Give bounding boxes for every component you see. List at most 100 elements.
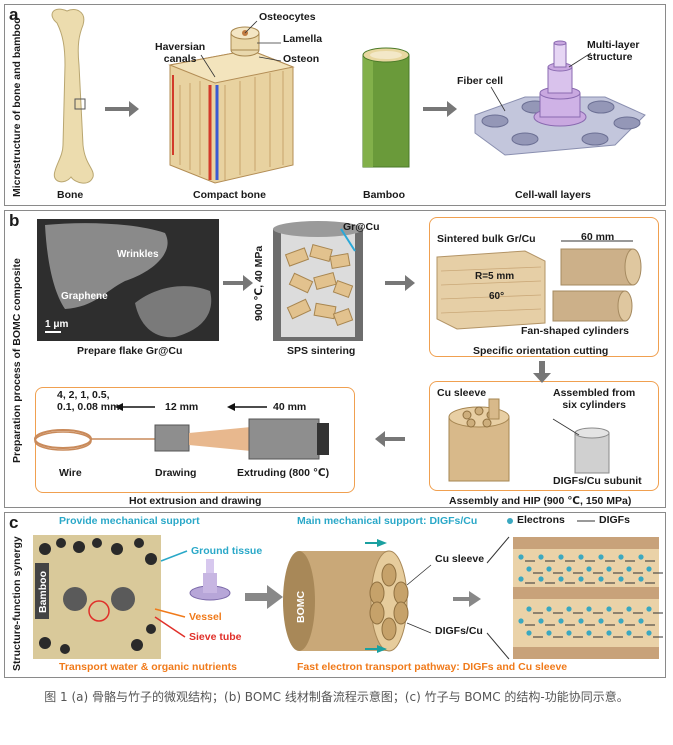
sintered-block xyxy=(436,250,546,330)
label-radius: R=5 mm xyxy=(475,271,515,282)
label-60mm: 60 mm xyxy=(581,231,615,243)
electron-dot xyxy=(538,618,544,624)
electron-dot xyxy=(606,566,612,572)
vascular-icon xyxy=(189,559,231,601)
electron-dot xyxy=(626,566,632,572)
electron-dot xyxy=(646,566,652,572)
label-fan-shaped: Fan-shaped cylinders xyxy=(521,325,629,337)
cu-sleeve xyxy=(448,398,510,482)
label-digfs-cu: DIGFs/Cu xyxy=(435,625,483,637)
electron-dot xyxy=(646,606,652,612)
label-graphene: Graphene xyxy=(61,291,108,302)
caption-cutting: Specific orientation cutting xyxy=(473,345,609,357)
figure-caption: 图 1 (a) 骨骼与竹子的微观结构；(b) BOMC 线材制备流程示意图；(c… xyxy=(44,690,629,704)
panel-c-illustrations xyxy=(33,518,663,660)
electron-dot xyxy=(558,554,564,560)
bamboo-illustration xyxy=(362,47,410,168)
label-sintered: Sintered bulk Gr/Cu xyxy=(437,233,536,245)
electron-dot xyxy=(586,606,592,612)
digf-lines xyxy=(525,560,663,638)
sem-image xyxy=(37,219,219,341)
electron-dot xyxy=(518,576,524,582)
label-scalebar: 1 μm xyxy=(45,319,69,330)
legend-digfs: DIGFs xyxy=(599,514,630,526)
electron-dot xyxy=(638,554,644,560)
caption-flake: Prepare flake Gr@Cu xyxy=(77,345,183,357)
cell-wall-illustration xyxy=(474,40,646,156)
electron-dot xyxy=(538,554,544,560)
electron-dot xyxy=(518,618,524,624)
label-wire: Wire xyxy=(59,467,82,479)
electron-dot xyxy=(558,576,564,582)
label-ground-tissue: Ground tissue xyxy=(191,545,263,557)
label-main-support: Main mechanical support: DIGFs/Cu xyxy=(297,515,478,527)
panel-a: a Microstructure of bone and bamboo xyxy=(4,4,666,206)
electron-dot xyxy=(566,566,572,572)
electron-dot xyxy=(518,554,524,560)
electron-dot xyxy=(598,576,604,582)
legend-electrons: Electrons xyxy=(517,514,565,526)
electron-dot xyxy=(646,630,652,636)
panel-b-illustrations xyxy=(34,219,642,482)
label-osteon: Osteon xyxy=(283,53,320,65)
label-multilayer: Multi-layer structure xyxy=(587,39,640,63)
label-fast-electron: Fast electron transport pathway: DIGFs a… xyxy=(297,661,568,673)
label-lamella: Lamella xyxy=(283,33,323,45)
caption-compact-bone: Compact bone xyxy=(193,189,266,201)
label-vessel: Vessel xyxy=(189,611,222,623)
electron-dot xyxy=(586,566,592,572)
electron-dot xyxy=(538,576,544,582)
arrow-bamboo-cell xyxy=(423,101,457,117)
electron-dot xyxy=(578,618,584,624)
electron-dot xyxy=(578,576,584,582)
electron-pathway xyxy=(513,537,659,659)
hip-box xyxy=(429,381,659,491)
label-diameters: 4, 2, 1, 0.5, 0.1, 0.08 mm xyxy=(57,389,120,413)
panel-c-letter: c xyxy=(9,513,19,532)
electron-dot xyxy=(606,630,612,636)
electron-dot xyxy=(598,618,604,624)
label-sps-conditions: 900 ℃, 40 MPa xyxy=(253,245,265,321)
caption-cell-wall: Cell-wall layers xyxy=(515,189,591,201)
panel-c: c Structure-function synergy xyxy=(4,512,666,678)
electron-dot xyxy=(626,630,632,636)
panel-a-illustrations xyxy=(51,8,646,184)
label-subunit: DIGFs/Cu subunit xyxy=(553,475,642,487)
label-haversian: Haversian canals xyxy=(155,41,206,65)
label-12mm: 12 mm xyxy=(165,401,199,413)
label-wrinkles: Wrinkles xyxy=(117,249,159,260)
electron-dot xyxy=(638,576,644,582)
electron-dot xyxy=(586,630,592,636)
electron-dot xyxy=(618,576,624,582)
label-fiber-cell: Fiber cell xyxy=(457,75,504,87)
cutting-box xyxy=(429,217,659,357)
caption-sps: SPS sintering xyxy=(287,345,356,357)
electron-dot xyxy=(558,618,564,624)
electron-dot xyxy=(526,606,532,612)
label-bomc: BOMC xyxy=(295,590,307,623)
electron-dot xyxy=(546,606,552,612)
bone-illustration xyxy=(51,8,94,184)
label-sieve-tube: Sieve tube xyxy=(189,631,242,643)
panel-a-letter: a xyxy=(9,5,19,24)
label-cu-sleeve: Cu sleeve xyxy=(437,387,487,399)
label-osteocytes: Osteocytes xyxy=(259,11,316,23)
electron-dot xyxy=(638,618,644,624)
extrusion xyxy=(34,403,329,460)
compact-bone-illustration xyxy=(168,20,295,184)
label-40mm: 40 mm xyxy=(273,401,307,413)
electron-dot xyxy=(618,554,624,560)
label-extruding: Extruding (800 ℃) xyxy=(237,467,330,479)
fan-cylinders xyxy=(552,240,642,322)
electron-dot xyxy=(626,606,632,612)
label-bamboo: Bamboo xyxy=(37,571,49,613)
label-transport: Transport water & organic nutrients xyxy=(59,661,237,673)
electrons xyxy=(518,554,652,636)
label-assembled: Assembled from six cylinders xyxy=(553,387,636,411)
label-drawing: Drawing xyxy=(155,467,197,479)
label-grcu: Gr@Cu xyxy=(343,221,380,233)
panel-b: b Preparation process of BOMC composite xyxy=(4,210,666,508)
electron-dot xyxy=(546,566,552,572)
electron-dot xyxy=(546,630,552,636)
bomc-cylinder xyxy=(283,539,432,653)
